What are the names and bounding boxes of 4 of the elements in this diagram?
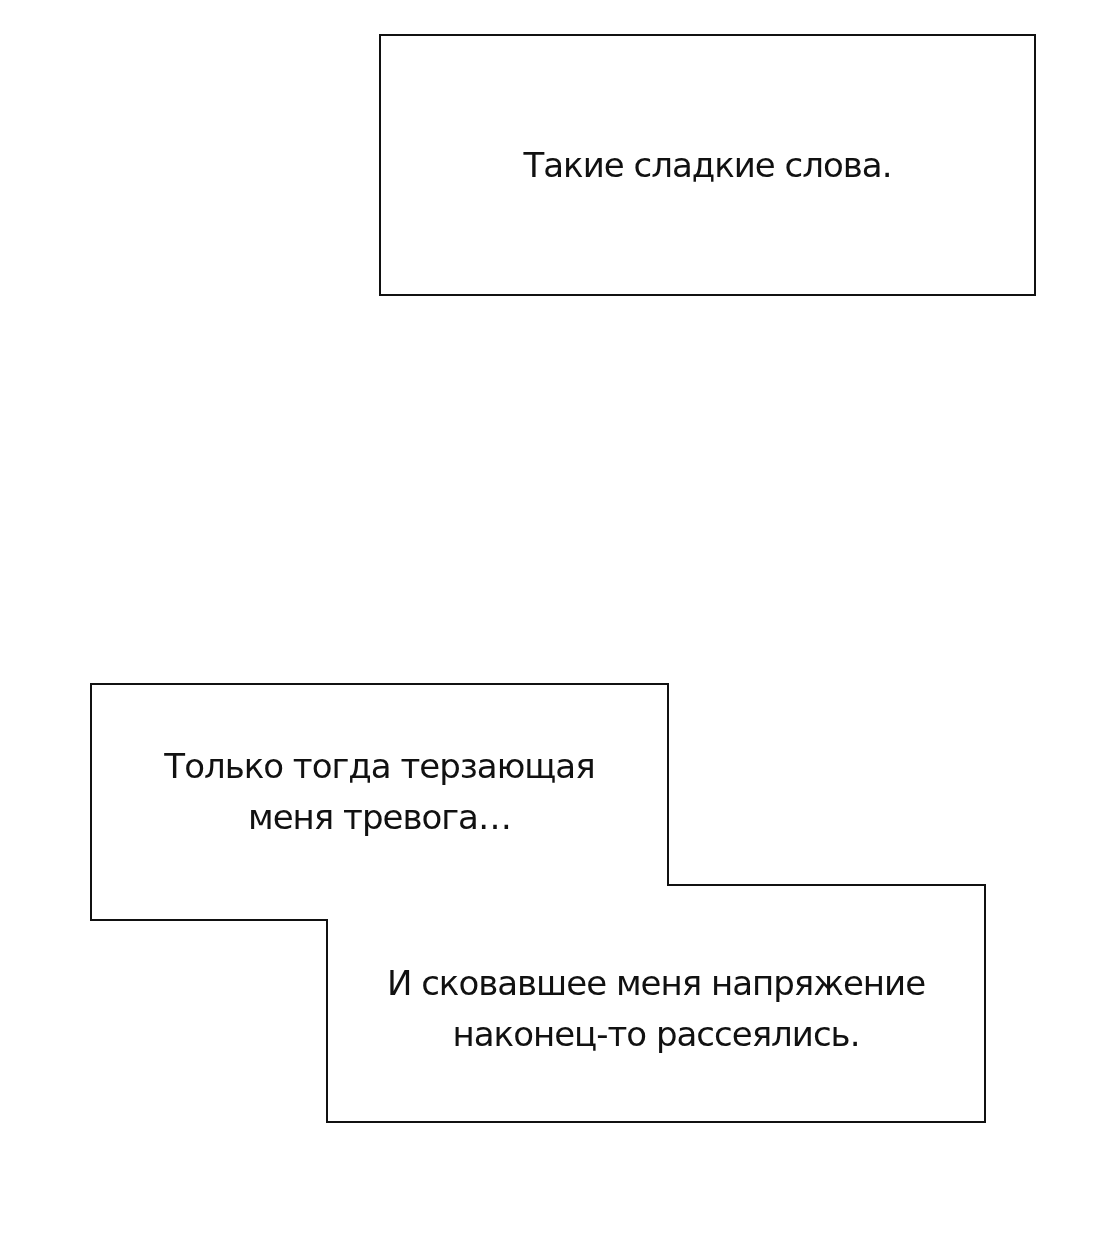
caption-box xyxy=(379,34,1036,296)
caption-text: И сковавшее меня напряжение наконец-то рассеялись. xyxy=(385,962,927,1056)
caption-text: Только тогда терзающая меня тревога… xyxy=(163,745,596,839)
caption-text: Такие сладкие слова. xyxy=(523,143,892,187)
